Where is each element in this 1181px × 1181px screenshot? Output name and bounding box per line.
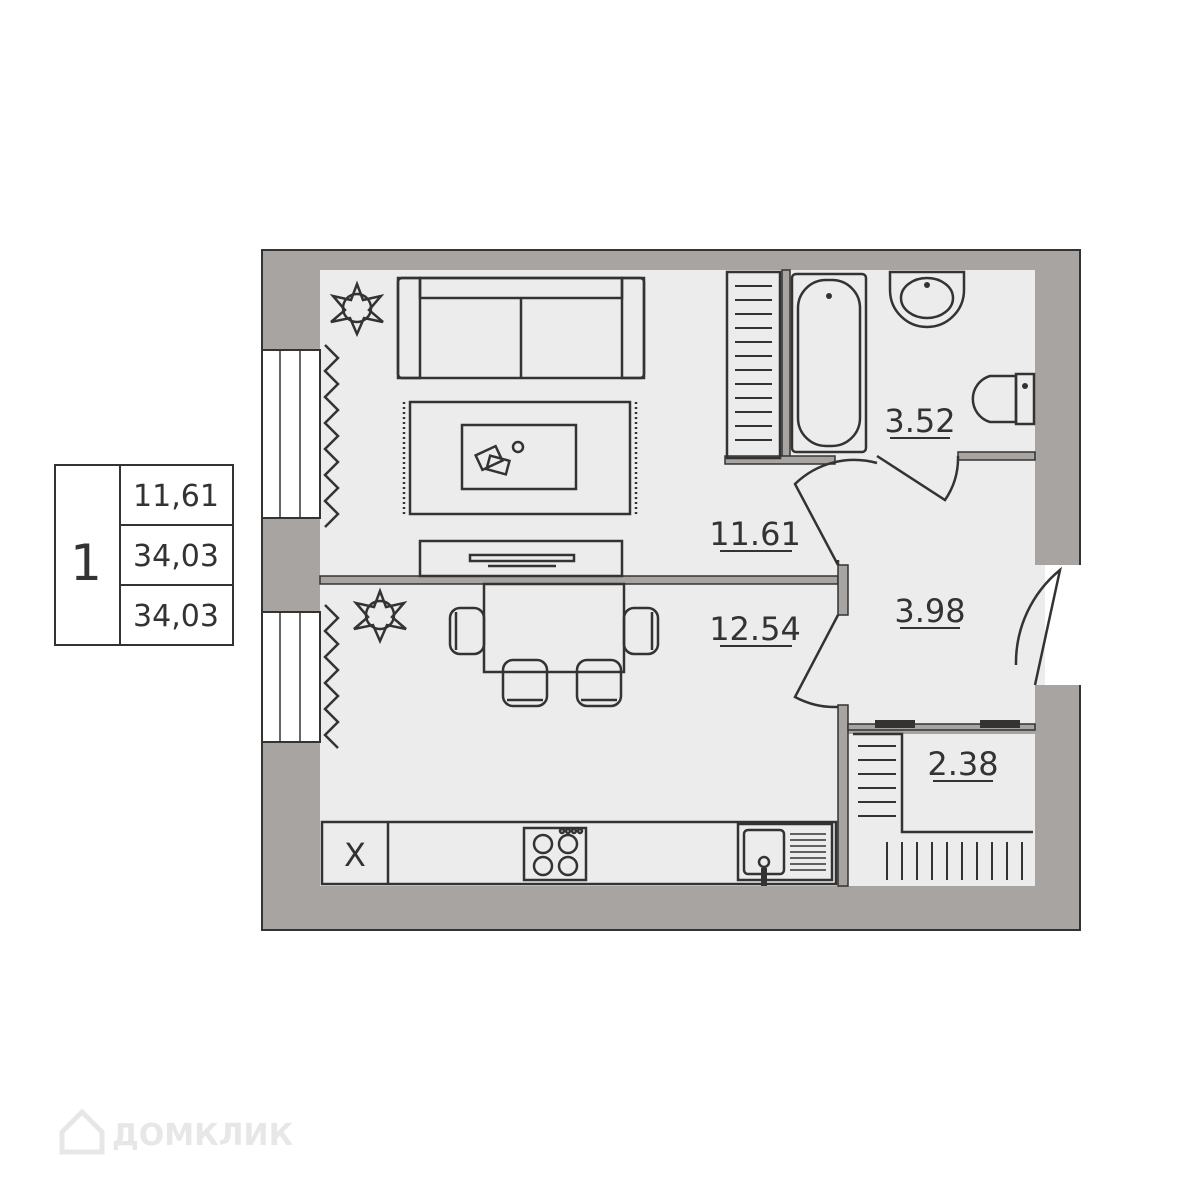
watermark: ДОМКЛИК xyxy=(59,1108,294,1155)
storage-shelves-icon xyxy=(853,732,1033,880)
kitchen-floor xyxy=(320,584,838,886)
chair-icon xyxy=(622,606,660,656)
living-room-area: 11.61 xyxy=(709,515,801,553)
closet-floor xyxy=(725,270,782,462)
chair-icon xyxy=(575,658,623,708)
sofa-icon xyxy=(396,276,646,380)
fridge-label: X xyxy=(344,836,366,874)
rug-icon xyxy=(402,400,638,516)
bathroom-floor xyxy=(790,270,1035,456)
toilet-icon xyxy=(971,372,1036,426)
living-room-door xyxy=(793,458,878,566)
windows xyxy=(261,349,321,743)
chair-icon xyxy=(501,658,549,708)
kitchen-sink-icon xyxy=(736,822,834,886)
hallway-area: 3.98 xyxy=(894,592,965,630)
plant-icon xyxy=(329,280,385,338)
hallway-floor-door xyxy=(1035,565,1045,685)
entrance-door xyxy=(1014,566,1062,686)
plant-icon xyxy=(352,587,408,645)
legend-living-area: 11,61 xyxy=(133,479,219,514)
kitchen-counter xyxy=(320,820,838,886)
bathroom-door xyxy=(876,454,960,502)
watermark-text: ДОМКЛИК xyxy=(112,1118,294,1153)
apartment-legend: 1 11,61 34,03 34,03 xyxy=(54,464,234,646)
house-icon xyxy=(59,1108,105,1155)
floors xyxy=(320,270,1045,886)
legend-total-area: 34,03 xyxy=(133,539,219,574)
bathroom-area: 3.52 xyxy=(884,402,955,440)
cooktop-icon xyxy=(522,826,588,882)
sink-icon xyxy=(888,270,966,329)
legend-total-area-2: 34,03 xyxy=(133,599,219,634)
storage-door xyxy=(875,720,1020,728)
wardrobe-icon xyxy=(725,270,782,460)
tv-stand-icon xyxy=(418,539,624,578)
curtains xyxy=(323,344,340,749)
hallway-floor xyxy=(838,456,1035,726)
legend-room-count: 1 xyxy=(70,534,102,592)
partitions xyxy=(319,269,1036,887)
storage-area: 2.38 xyxy=(927,745,998,783)
chair-icon xyxy=(448,606,486,656)
kitchen-area: 12.54 xyxy=(709,610,801,648)
room-area-labels: 11.61 12.54 3.52 3.98 2.38 xyxy=(709,402,998,783)
bathtub-icon xyxy=(790,272,868,454)
kitchen-door xyxy=(793,614,840,709)
